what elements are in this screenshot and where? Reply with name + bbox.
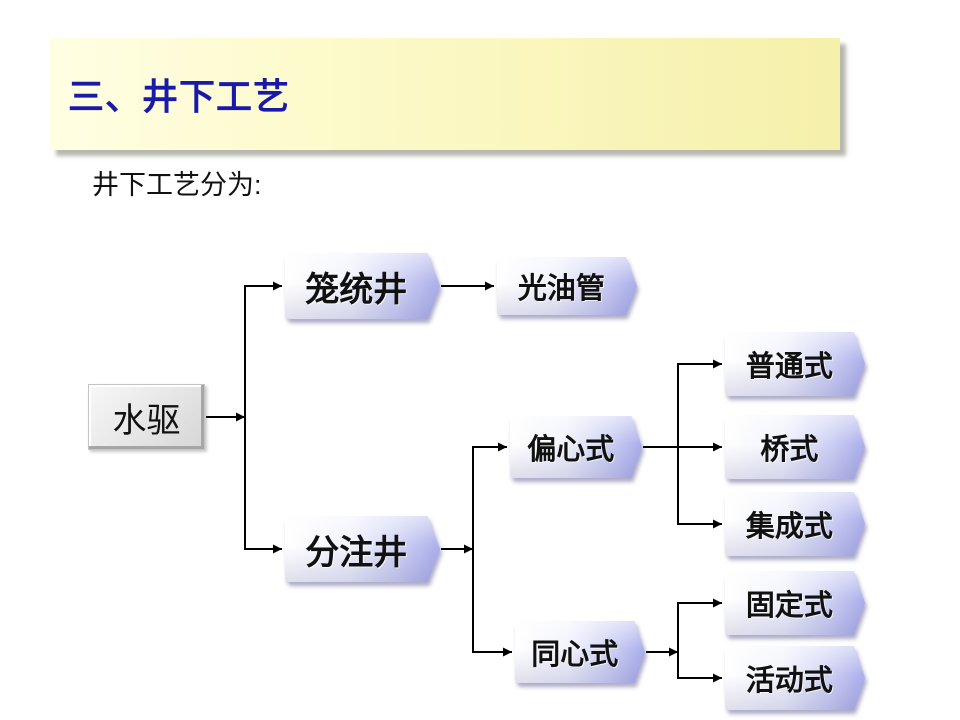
slide-title-banner: 三、井下工艺 xyxy=(50,38,840,150)
node-label: 同心式 xyxy=(531,639,619,671)
node-label: 偏心式 xyxy=(527,434,615,466)
node-shape xyxy=(725,646,865,710)
node-shape xyxy=(725,332,865,396)
node-concentric: 同心式 xyxy=(515,621,645,683)
node-eccentric-standard: 普通式 xyxy=(725,332,865,396)
node-label: 光油管 xyxy=(517,273,605,305)
node-eccentric-bridge: 桥式 xyxy=(725,415,865,479)
node-shape xyxy=(725,571,865,635)
node-commingled-well: 笼统井 xyxy=(285,253,440,319)
node-shape xyxy=(515,621,645,683)
node-shape xyxy=(285,253,440,319)
node-label: 普通式 xyxy=(745,351,833,383)
node-shape xyxy=(725,492,865,556)
node-shape xyxy=(497,257,637,315)
node-label: 笼统井 xyxy=(305,270,408,309)
node-eccentric: 偏心式 xyxy=(510,416,642,478)
node-label: 分注井 xyxy=(305,533,408,572)
node-shape xyxy=(285,516,440,582)
node-concentric-movable: 活动式 xyxy=(725,646,865,710)
node-concentric-fixed: 固定式 xyxy=(725,571,865,635)
slide-title: 三、井下工艺 xyxy=(68,76,291,117)
node-label: 集成式 xyxy=(745,511,833,543)
node-label: 水驱 xyxy=(112,402,181,440)
node-separate-injection-well: 分注井 xyxy=(285,516,440,582)
node-water-drive: 水驱 xyxy=(88,384,205,450)
node-label: 桥式 xyxy=(760,434,819,466)
node-shape xyxy=(510,416,642,478)
node-label: 固定式 xyxy=(745,590,833,622)
node-label: 活动式 xyxy=(745,665,833,697)
slide-subtitle: 井下工艺分为: xyxy=(92,170,262,200)
node-eccentric-integrated: 集成式 xyxy=(725,492,865,556)
node-shape xyxy=(725,415,865,479)
node-bare-tubing: 光油管 xyxy=(497,257,637,315)
